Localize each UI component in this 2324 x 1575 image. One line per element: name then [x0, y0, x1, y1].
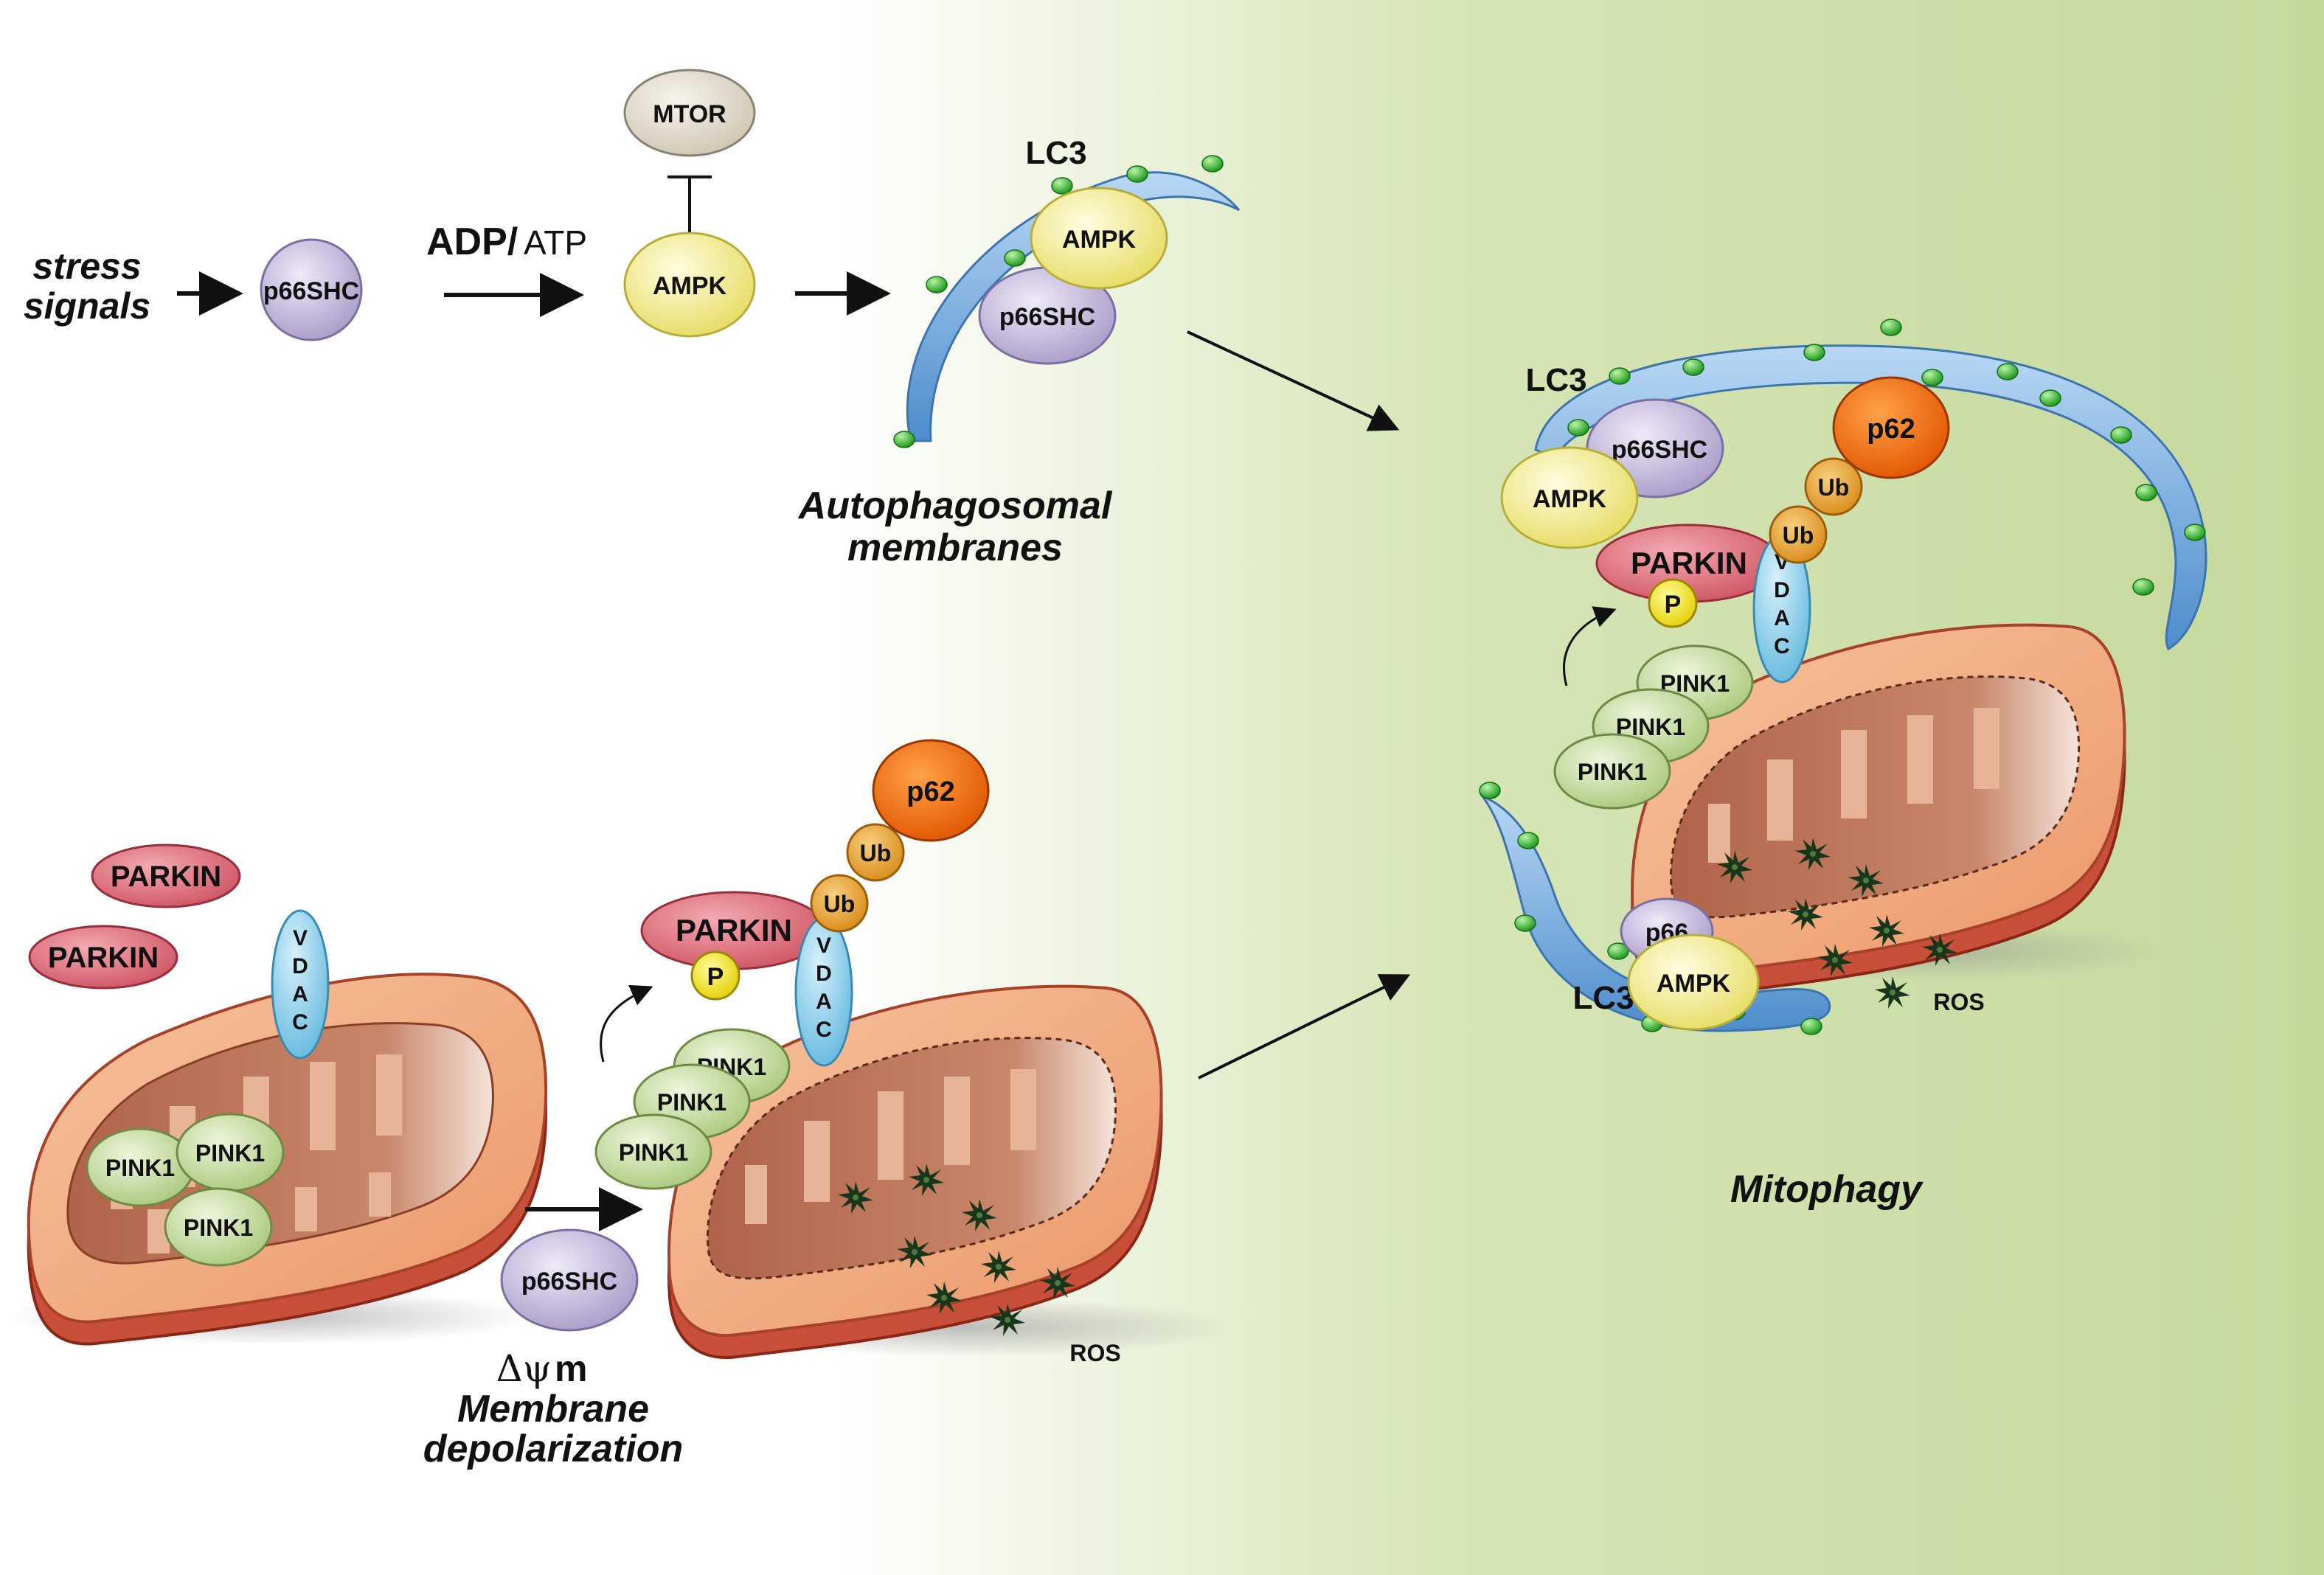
phospho-middle: P: [690, 950, 740, 1001]
vdac-middle-a: A: [816, 990, 832, 1014]
p66shc-membrane-top-label: p66SHC: [999, 303, 1095, 331]
ampk-membrane-top-label: AMPK: [1062, 226, 1137, 254]
vdac-left-d: D: [292, 954, 308, 978]
p66shc-top: p66SHC: [260, 238, 363, 341]
vdac-middle-c: C: [816, 1018, 832, 1042]
autophagosomal-label-line1: Autophagosomal: [797, 484, 1113, 527]
autophagosomal-label-line2: membranes: [847, 526, 1063, 569]
ampk-right-bottom: AMPK: [1627, 933, 1760, 1031]
vdac-left: V D A C: [271, 909, 330, 1060]
vdac-left-c: C: [292, 1010, 308, 1035]
p62-right-label: p62: [1867, 414, 1915, 445]
ub-right-1: Ub: [1769, 505, 1828, 564]
stress-label-line2: signals: [24, 285, 150, 327]
vdac-right-a: A: [1774, 606, 1790, 630]
atp-label: ATP: [524, 223, 587, 262]
phospho-right: P: [1648, 578, 1698, 628]
parkin-free-2-label: PARKIN: [48, 942, 159, 974]
vdac-right-d: D: [1774, 578, 1790, 602]
p62-middle: p62: [872, 739, 990, 842]
phospho-right-label: P: [1665, 591, 1682, 619]
membrane-label-line2: depolarization: [423, 1428, 683, 1470]
ampk-right-label: AMPK: [1533, 485, 1607, 513]
p66shc-bottom: p66SHC: [500, 1228, 639, 1332]
lc3-label-top: LC3: [1025, 135, 1086, 171]
curved-arrow-right: [1563, 606, 1617, 686]
autophagosomal-membrane-right-bottom: [1479, 782, 1831, 1035]
parkin-free-1: PARKIN: [91, 844, 241, 908]
mitochondrion-right: [1631, 623, 2126, 998]
ampk-right-bottom-label: AMPK: [1657, 970, 1731, 998]
parkin-right-label: PARKIN: [1631, 546, 1747, 580]
membrane-label-line1: Membrane: [457, 1388, 649, 1430]
delta-psi-label: Δψ: [496, 1347, 552, 1390]
parkin-middle-label: PARKIN: [676, 913, 792, 948]
stress-label-line1: stress: [32, 246, 141, 287]
ros-label-middle: ROS: [1069, 1340, 1120, 1366]
parkin-free-2: PARKIN: [28, 925, 178, 990]
p66shc-top-label: p66SHC: [263, 277, 359, 305]
mitochondrion-middle: [667, 984, 1163, 1360]
pink1-left-2: PINK1: [176, 1113, 285, 1192]
ub-middle-2-label: Ub: [860, 840, 892, 866]
ampk-top: AMPK: [623, 232, 756, 338]
pink1-left-1: PINK1: [86, 1127, 195, 1207]
ampk-right: AMPK: [1500, 446, 1639, 549]
curved-arrow-middle: [600, 984, 653, 1063]
p66shc-membrane-top: p66SHC: [978, 266, 1117, 365]
p66shc-bottom-label: p66SHC: [521, 1268, 617, 1296]
mtor-node: MTOR: [623, 69, 756, 157]
vdac-middle-v: V: [816, 933, 831, 958]
ub-right-2: Ub: [1804, 457, 1863, 516]
ub-middle-1: Ub: [810, 874, 869, 933]
pink1-middle-2-label: PINK1: [657, 1089, 726, 1116]
delta-m-label: m: [555, 1348, 587, 1389]
lc3-label-right-top: LC3: [1525, 362, 1586, 398]
arrow-membrane-to-mitophagy: [1187, 330, 1400, 431]
pink1-right-3-label: PINK1: [1578, 759, 1647, 785]
parkin-free-1-label: PARKIN: [111, 860, 221, 893]
mitophagy-label: Mitophagy: [1730, 1168, 1924, 1211]
arrow-middle-to-mitophagy: [1198, 974, 1411, 1079]
autophagosomal-membrane-right-top: [1534, 319, 2207, 651]
phospho-middle-label: P: [707, 963, 724, 991]
ub-right-2-label: Ub: [1818, 474, 1850, 501]
p66shc-right-label: p66SHC: [1612, 436, 1707, 464]
pink1-left-3: PINK1: [164, 1187, 273, 1267]
vdac-right: V D A C: [1752, 533, 1811, 684]
pink1-left-1-label: PINK1: [105, 1155, 175, 1181]
pink1-left-2-label: PINK1: [195, 1140, 265, 1167]
vdac-middle: V D A C: [794, 917, 853, 1067]
adp-label: ADP/: [426, 220, 518, 263]
p62-middle-label: p62: [906, 776, 954, 807]
vdac-right-c: C: [1774, 634, 1790, 658]
ub-middle-2: Ub: [846, 823, 905, 882]
vdac-middle-d: D: [816, 962, 832, 986]
ub-middle-1-label: Ub: [824, 891, 856, 917]
ros-label-right: ROS: [1933, 989, 1984, 1015]
vdac-left-v: V: [293, 926, 308, 950]
ampk-membrane-top: AMPK: [1030, 187, 1168, 290]
pink1-middle-3-label: PINK1: [619, 1139, 688, 1166]
ub-right-1-label: Ub: [1783, 522, 1814, 549]
pink1-middle-3: PINK1: [594, 1113, 712, 1190]
vdac-left-a: A: [292, 982, 308, 1006]
pink1-left-3-label: PINK1: [184, 1214, 253, 1241]
p62-right: p62: [1832, 376, 1950, 479]
mtor-label: MTOR: [653, 100, 726, 128]
lc3-label-right-bottom: LC3: [1572, 980, 1634, 1016]
mitochondrion-left: [27, 973, 548, 1346]
ampk-top-label: AMPK: [653, 272, 727, 300]
pink1-right-3: PINK1: [1553, 733, 1671, 810]
